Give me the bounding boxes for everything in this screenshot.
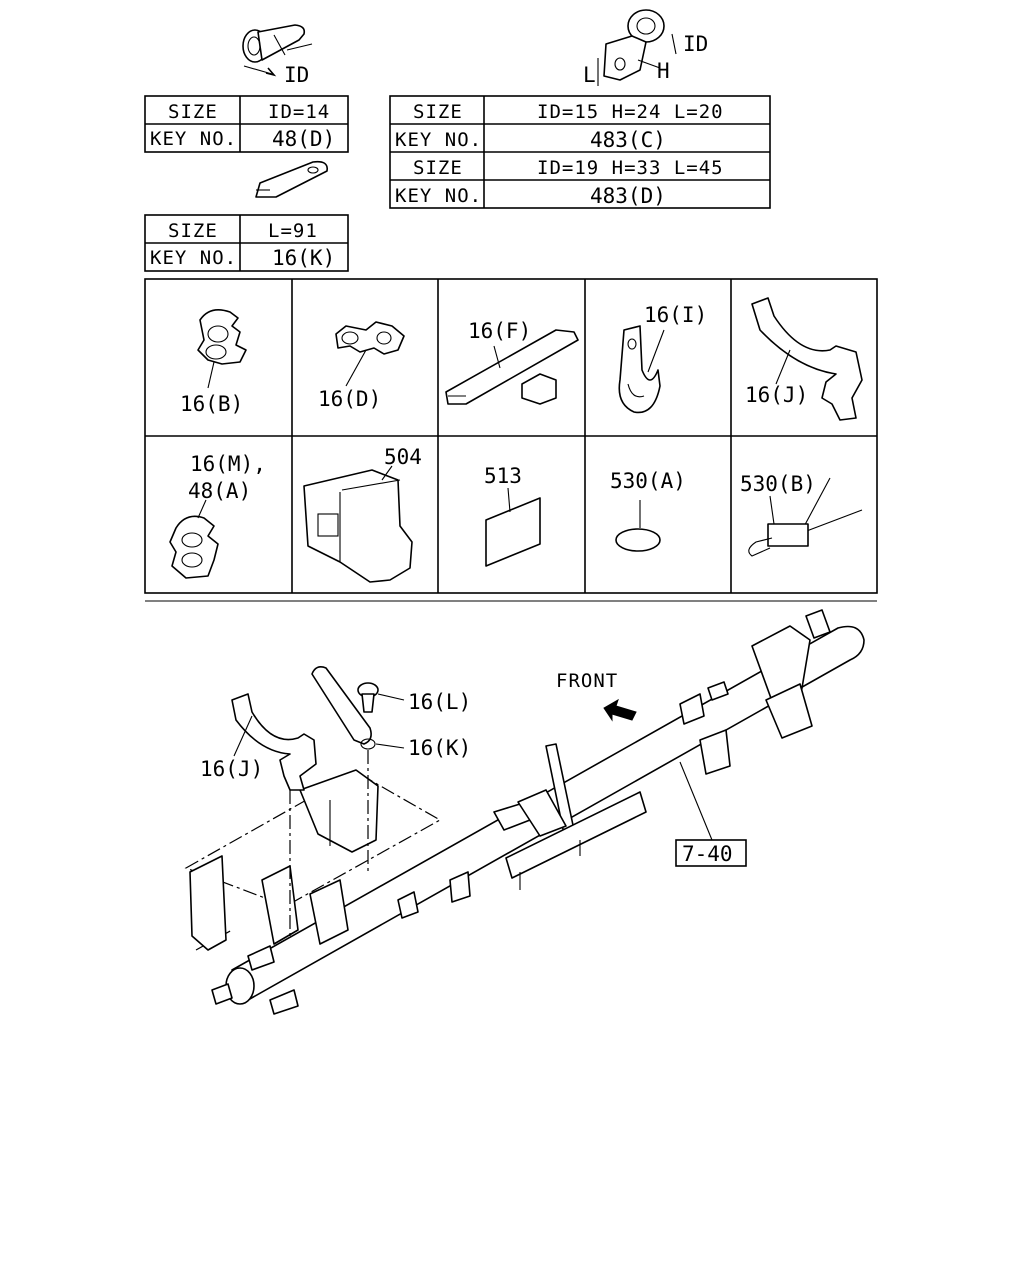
assembly-part-16j: [231, 693, 317, 936]
table3-key-header-a: KEY NO.: [395, 129, 482, 151]
part-16i-drawing: [618, 325, 665, 414]
size-table-1: SIZE KEY NO. ID=14 48(D): [144, 95, 349, 153]
dim-id-label-2: ID: [683, 32, 708, 56]
table2-size-value: L=91: [268, 220, 318, 242]
part-16f-drawing: [445, 329, 579, 405]
assembly-part-16l: [357, 682, 405, 713]
assembly-part-16k: [311, 666, 405, 872]
ref-leader-line: [679, 761, 713, 841]
label-16b: 16(B): [180, 392, 243, 416]
dim-l-label: L: [583, 63, 596, 87]
table1-size-value: ID=14: [268, 101, 330, 123]
dim-id-label: ID: [284, 63, 309, 87]
callout-16k: 16(K): [408, 736, 471, 760]
label-513: 513: [484, 464, 522, 488]
table1-key-value: 48(D): [272, 127, 335, 151]
callout-16j: 16(J): [200, 757, 263, 781]
callout-16l: 16(L): [408, 690, 471, 714]
label-530b: 530(B): [740, 472, 816, 496]
part-16j-drawing: [751, 297, 863, 421]
label-16i: 16(I): [644, 303, 707, 327]
table3-key-value-b: 483(D): [590, 184, 666, 208]
ref-box-label: 7-40: [682, 842, 733, 866]
front-label: FRONT: [556, 670, 618, 692]
table2-key-header: KEY NO.: [150, 247, 237, 269]
size-table-3: SIZE KEY NO. SIZE KEY NO. ID=15 H=24 L=2…: [389, 95, 771, 209]
clamp-483-sketch: [597, 9, 677, 86]
table3-key-value-a: 483(C): [590, 128, 666, 152]
front-arrow-icon: [603, 698, 637, 722]
part-530a-drawing: [615, 500, 661, 552]
label-16j: 16(J): [745, 383, 808, 407]
part-504-drawing: [303, 465, 413, 583]
label-530a: 530(A): [610, 469, 686, 493]
part-16d-drawing: [335, 321, 405, 387]
dim-h-label: H: [657, 59, 670, 83]
label-16m: 16(M),: [190, 452, 266, 476]
label-504: 504: [384, 445, 422, 469]
table3-size-header-b: SIZE: [413, 157, 463, 179]
label-48a: 48(A): [188, 479, 251, 503]
table3-size-value-a: ID=15 H=24 L=20: [537, 101, 724, 123]
table3-size-header-a: SIZE: [413, 101, 463, 123]
part-513-drawing: [485, 487, 541, 567]
table1-size-header: SIZE: [168, 101, 218, 123]
table3-key-header-b: KEY NO.: [395, 185, 482, 207]
clip-48d-sketch: [242, 24, 313, 77]
ref-box: [675, 839, 747, 867]
size-table-2: SIZE KEY NO. L=91 16(K): [144, 214, 349, 272]
table2-key-value: 16(K): [272, 246, 335, 270]
part-16b-drawing: [197, 309, 247, 389]
table1-key-header: KEY NO.: [150, 128, 237, 150]
strap-16k-sketch: [255, 160, 329, 198]
label-16f: 16(F): [468, 319, 531, 343]
table3-size-value-b: ID=19 H=33 L=45: [537, 157, 724, 179]
parts-grid: [144, 278, 878, 594]
cross-car-beam-assembly: [184, 609, 865, 1015]
table2-size-header: SIZE: [168, 220, 218, 242]
label-16d: 16(D): [318, 387, 381, 411]
part-16m-48a-drawing: [169, 499, 219, 579]
part-530b-drawing: [748, 477, 863, 557]
